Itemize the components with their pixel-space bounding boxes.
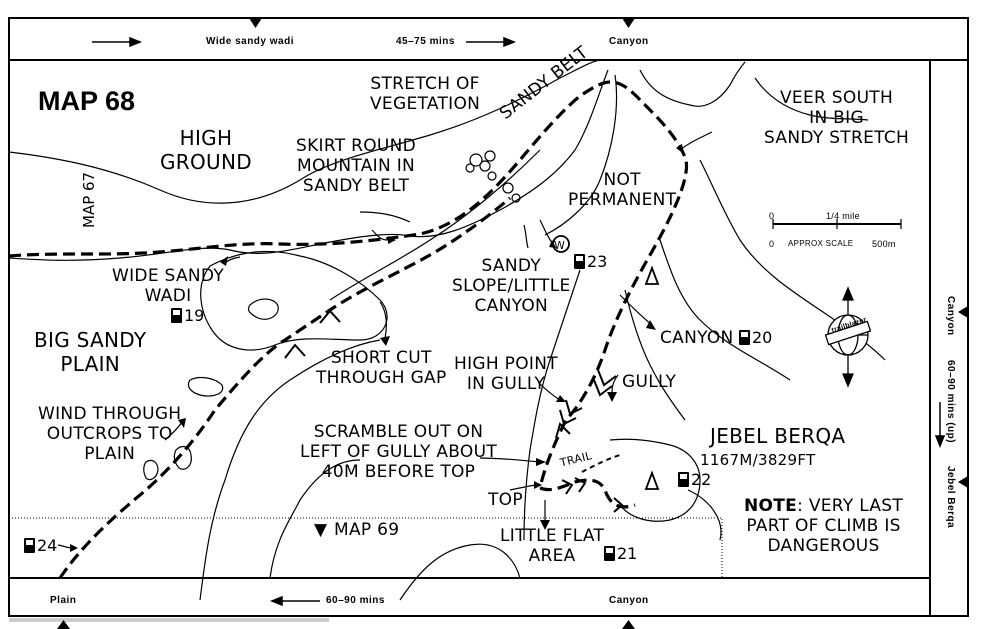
bottom-bar-duration: 60–90 mins (326, 595, 385, 606)
summit-triangle-icon (644, 470, 660, 490)
bottom-marker-canyon (622, 620, 635, 629)
terrain-contours (8, 59, 886, 601)
label-scramble-out: SCRAMBLE OUT ON LEFT OF GULLY ABOUT 40M … (300, 422, 498, 482)
right-marker-jebel (958, 476, 968, 488)
label-jebel-height: 1167M/3829FT (700, 451, 816, 469)
label-canyon: CANYON (660, 328, 734, 348)
note-block: NOTE: VERY LAST PART OF CLIMB IS DANGERO… (744, 496, 903, 556)
gps-waypoint-22: 22 (691, 470, 712, 489)
label-not-permanent: NOT PERMANENT (568, 170, 677, 210)
label-map-69: MAP 69 (334, 520, 400, 540)
water-source-label: W (554, 239, 566, 252)
gps-unit-screen (26, 256, 748, 553)
right-bar-duration: 60–90 mins (up) (945, 360, 956, 444)
top-bar-canyon-label: Canyon (609, 36, 649, 47)
label-map-69-arrow: ▼ (314, 520, 328, 540)
top-marker-wadi (249, 18, 262, 28)
main-route (8, 80, 689, 579)
label-map-67: MAP 67 (80, 171, 98, 228)
scale-metres: 500m (872, 239, 896, 249)
label-stretch-of-vegetation: STRETCH OF VEGETATION (370, 74, 481, 114)
note-text: : VERY LAST PART OF CLIMB IS DANGEROUS (746, 496, 904, 556)
bottom-marker-plain (57, 620, 70, 629)
top-bar-duration: 45–75 mins (396, 36, 455, 47)
bottom-arrow (269, 595, 320, 607)
map-69-boundary (9, 517, 723, 578)
pointer-lines (57, 131, 713, 549)
label-gully: GULLY (622, 372, 677, 392)
label-top: TOP (488, 490, 523, 510)
pointer-heads (70, 144, 684, 552)
trail-path (581, 454, 621, 473)
vegetation-icon (465, 150, 521, 203)
label-high-point: HIGH POINT IN GULLY (454, 354, 558, 394)
label-big-sandy-plain: BIG SANDY PLAIN (34, 328, 147, 376)
label-skirt-round: SKIRT ROUND MOUNTAIN IN SANDY BELT (296, 136, 417, 196)
scale-zero-bottom: 0 (769, 239, 775, 249)
compass-icon (824, 286, 872, 388)
label-short-cut: SHORT CUT THROUGH GAP (316, 348, 447, 388)
bottom-bar-canyon-label: Canyon (609, 595, 649, 606)
scale-bar (772, 219, 902, 229)
label-little-flat-area: LITTLE FLAT AREA (500, 526, 605, 566)
label-high-ground: HIGH GROUND (160, 126, 252, 174)
scale-zero-top: 0 (769, 211, 775, 221)
note-bold: NOTE (744, 496, 798, 516)
label-wide-sandy-wadi: WIDE SANDY WADI (112, 266, 225, 306)
label-veer-south: VEER SOUTH IN BIG SANDY STRETCH (764, 88, 910, 148)
top-bar-wadi-label: Wide sandy wadi (206, 36, 294, 47)
route-chevrons (284, 309, 624, 513)
top-arrow-left (92, 36, 143, 48)
gps-waypoint-20: 20 (752, 328, 773, 347)
right-arrow (934, 402, 946, 449)
right-marker-canyon (958, 306, 968, 318)
label-sandy-slope: SANDY SLOPE/LITTLE CANYON (452, 256, 571, 316)
map-title: MAP 68 (38, 86, 136, 116)
scale-quarter-mile: 1/4 mile (826, 211, 860, 221)
scale-approx: APPROX SCALE (788, 239, 854, 248)
right-bar-canyon-label: Canyon (945, 296, 956, 336)
gps-waypoint-21: 21 (617, 544, 638, 563)
label-wind-through: WIND THROUGH OUTCROPS TO PLAIN (38, 404, 182, 464)
gps-waypoint-19: 19 (184, 306, 205, 325)
bottom-bar-plain-label: Plain (50, 595, 77, 606)
right-bar-jebel-label: Jebel Berqa (945, 466, 956, 529)
summit-triangle-icon (644, 265, 660, 285)
top-arrow-right (466, 36, 517, 48)
gps-waypoint-23: 23 (587, 252, 608, 271)
label-jebel-berqa: JEBEL BERQA (710, 424, 846, 448)
top-marker-canyon (622, 18, 635, 28)
gps-waypoint-24: 24 (37, 536, 58, 555)
